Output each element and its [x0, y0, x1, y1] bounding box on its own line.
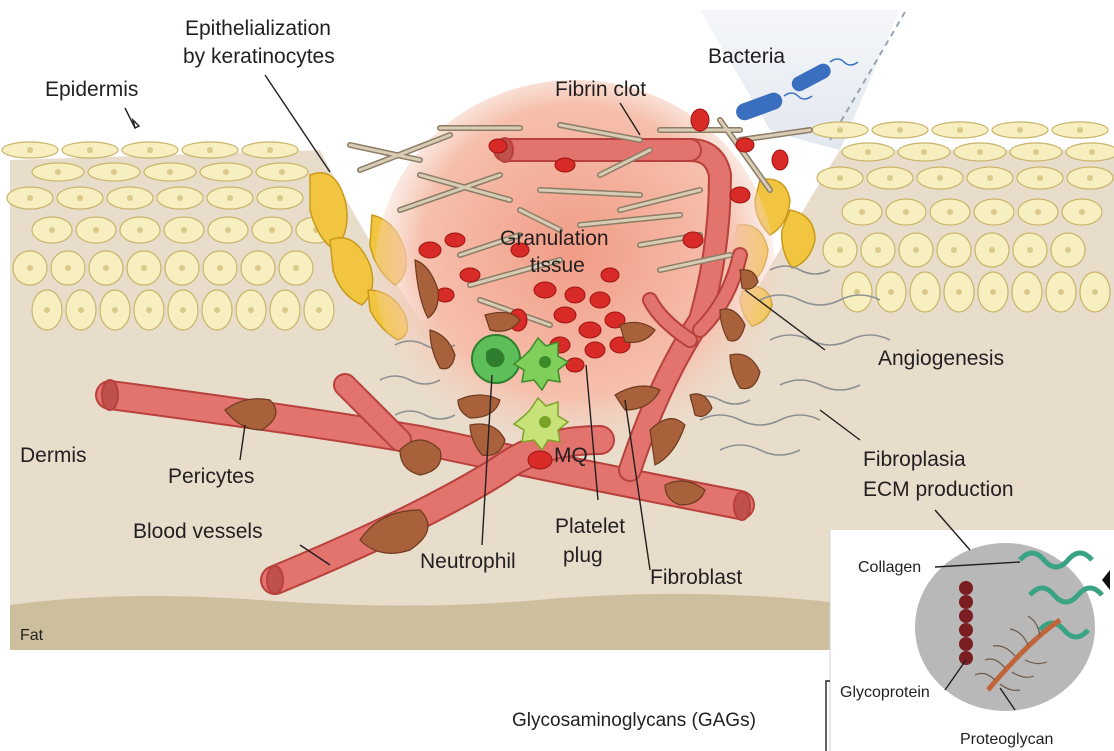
inset-ecm-circle — [915, 543, 1095, 711]
fibroplasia-label: Fibroplasia — [863, 448, 966, 471]
pericytes-label: Pericytes — [168, 465, 254, 488]
epithelialization-label: Epithelialization — [185, 17, 331, 40]
epithelialization-label-line2: by keratinocytes — [183, 45, 335, 68]
glycoprotein-label: Glycoprotein — [840, 684, 930, 701]
mq-label: MQ — [554, 444, 588, 467]
ecm-production-label: ECM production — [863, 478, 1014, 501]
dermis-label: Dermis — [20, 444, 87, 467]
platelet-plug-label-line2: plug — [563, 544, 603, 567]
proteoglycan-label: Proteoglycan — [960, 731, 1053, 748]
gags-label: Glycosaminoglycans (GAGs) — [512, 710, 756, 731]
granulation-tissue-label-line2: tissue — [530, 254, 585, 277]
fibrin-clot-label: Fibrin clot — [555, 78, 646, 101]
angiogenesis-label: Angiogenesis — [878, 347, 1004, 370]
bacteria-label: Bacteria — [708, 45, 785, 68]
neutrophil-label: Neutrophil — [420, 550, 516, 573]
blood-vessels-label: Blood vessels — [133, 520, 263, 543]
epidermis-label: Epidermis — [45, 78, 138, 101]
fibroblast-label: Fibroblast — [650, 566, 742, 589]
epidermis-left — [2, 142, 336, 330]
collagen-label: Collagen — [858, 559, 921, 576]
fat-label: Fat — [20, 627, 44, 644]
granulation-tissue-label: Granulation — [500, 227, 609, 250]
neutrophil-cell — [472, 335, 520, 383]
platelet-plug-label: Platelet — [555, 515, 625, 538]
epidermis-right — [812, 122, 1114, 312]
